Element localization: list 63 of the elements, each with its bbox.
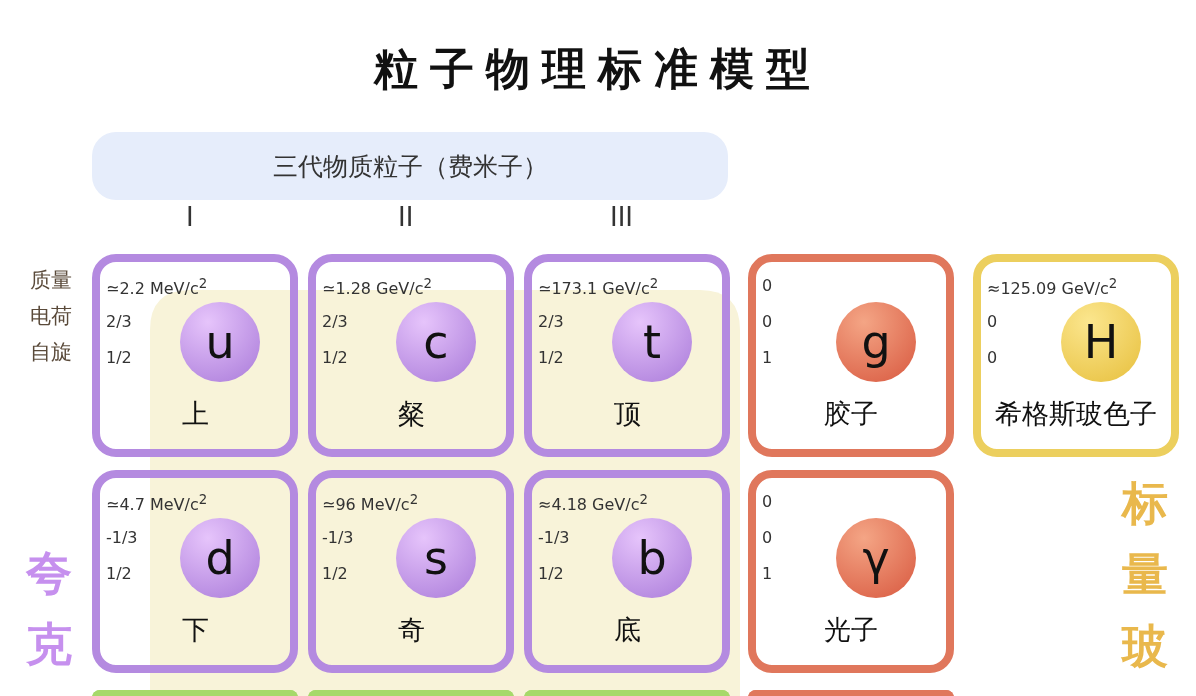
- generation-label: III: [610, 202, 633, 232]
- charge-value: 0: [762, 528, 773, 547]
- mass-value: ≃173.1 GeV/c$^{2}$: [538, 276, 659, 299]
- charge-value: 0: [987, 312, 998, 331]
- generation-label: I: [186, 202, 194, 232]
- particle-name: 下: [180, 613, 210, 647]
- spin-value: 1: [762, 348, 773, 367]
- spin-value: 1/2: [106, 348, 132, 367]
- particle-card: [92, 470, 298, 673]
- particle-card: [973, 254, 1179, 457]
- charge-value: -1/3: [322, 528, 354, 547]
- spin-value: 1/2: [538, 348, 564, 367]
- particle-name: 胶子: [823, 397, 879, 431]
- mass-value: ≃4.7 MeV/c$^{2}$: [106, 492, 208, 515]
- category-header: [92, 132, 728, 200]
- spin-value: 0: [987, 348, 998, 367]
- group-label: 夸克: [26, 545, 72, 674]
- mass-value: ≈125.09 GeV/c$^{2}$: [987, 276, 1118, 299]
- mass-value: 0: [762, 492, 773, 511]
- charge-value: 2/3: [106, 312, 132, 331]
- particle-name: 上: [180, 397, 210, 431]
- particle-card: [748, 470, 954, 673]
- generation-label: II: [398, 202, 414, 232]
- spin-value: 1/2: [538, 564, 564, 583]
- charge-value: -1/3: [106, 528, 138, 547]
- particle-card: [524, 690, 730, 696]
- particle-card: [92, 254, 298, 457]
- charge-value: 2/3: [322, 312, 348, 331]
- particle-card: [524, 470, 730, 673]
- particle-card: [748, 690, 954, 696]
- particle-symbol: H: [1061, 302, 1141, 382]
- particle-card: [524, 254, 730, 457]
- row-label: 电荷: [30, 303, 72, 330]
- mass-value: ≃2.2 MeV/c$^{2}$: [106, 276, 208, 299]
- particle-symbol: g: [836, 302, 916, 382]
- mass-value: ≃96 MeV/c$^{2}$: [322, 492, 419, 515]
- spin-value: 1/2: [322, 348, 348, 367]
- particle-name: 光子: [823, 613, 879, 647]
- particle-card: [748, 254, 954, 457]
- particle-symbol: γ: [836, 518, 916, 598]
- particle-name: 底: [612, 613, 642, 647]
- charge-value: 2/3: [538, 312, 564, 331]
- row-label: 自旋: [30, 339, 72, 366]
- charge-value: 0: [762, 312, 773, 331]
- header-text: 三代物质粒子（费米子）: [272, 150, 548, 183]
- spin-value: 1/2: [322, 564, 348, 583]
- particle-card: [308, 254, 514, 457]
- charge-value: -1/3: [538, 528, 570, 547]
- spin-value: 1: [762, 564, 773, 583]
- particle-card: [308, 690, 514, 696]
- mass-value: 0: [762, 276, 773, 295]
- particle-card: [92, 690, 298, 696]
- diagram-title: 粒子物理标准模型: [372, 42, 823, 96]
- mass-value: ≃1.28 GeV/c$^{2}$: [322, 276, 432, 299]
- spin-value: 1/2: [106, 564, 132, 583]
- particle-name: 顶: [612, 397, 642, 431]
- particle-name: 希格斯玻色子: [994, 397, 1158, 431]
- mass-value: ≈4.18 GeV/c$^{2}$: [538, 492, 648, 515]
- row-label: 质量: [30, 267, 72, 294]
- particle-card: [308, 470, 514, 673]
- group-label: 标量玻: [1122, 475, 1168, 675]
- particle-name: 奇: [396, 613, 426, 647]
- particle-name: 粲: [396, 397, 426, 431]
